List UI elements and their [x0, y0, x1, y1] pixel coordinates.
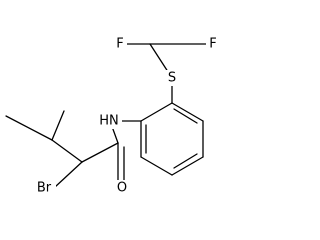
ring-bond-6: [140, 102, 173, 122]
atom-label-fluorine-right: F: [209, 37, 216, 52]
ring-bond-1: [171, 102, 204, 122]
bond-alpha-ch: [51, 139, 83, 163]
atom-label-oxygen: O: [117, 181, 127, 196]
atom-label-bromine: Br: [37, 181, 52, 196]
atom-label-fluorine-left: F: [116, 37, 123, 52]
ring-bond-3: [171, 156, 204, 176]
atom-label-sulfur: S: [168, 71, 176, 86]
bond-ch-methyl-right: [51, 110, 65, 141]
ring-double-bond-a: [173, 108, 198, 124]
bond-alpha-br: [54, 161, 83, 188]
bond-ch-methyl-left: [5, 115, 53, 141]
ring-double-bond-b: [173, 153, 198, 169]
molecule-structure-diagram: F F S HN Br O: [5, 36, 217, 196]
atom-label-amide-nh: HN: [99, 114, 119, 129]
bond-carbonyl-alpha: [81, 142, 119, 163]
ring-bond-4: [140, 156, 173, 176]
